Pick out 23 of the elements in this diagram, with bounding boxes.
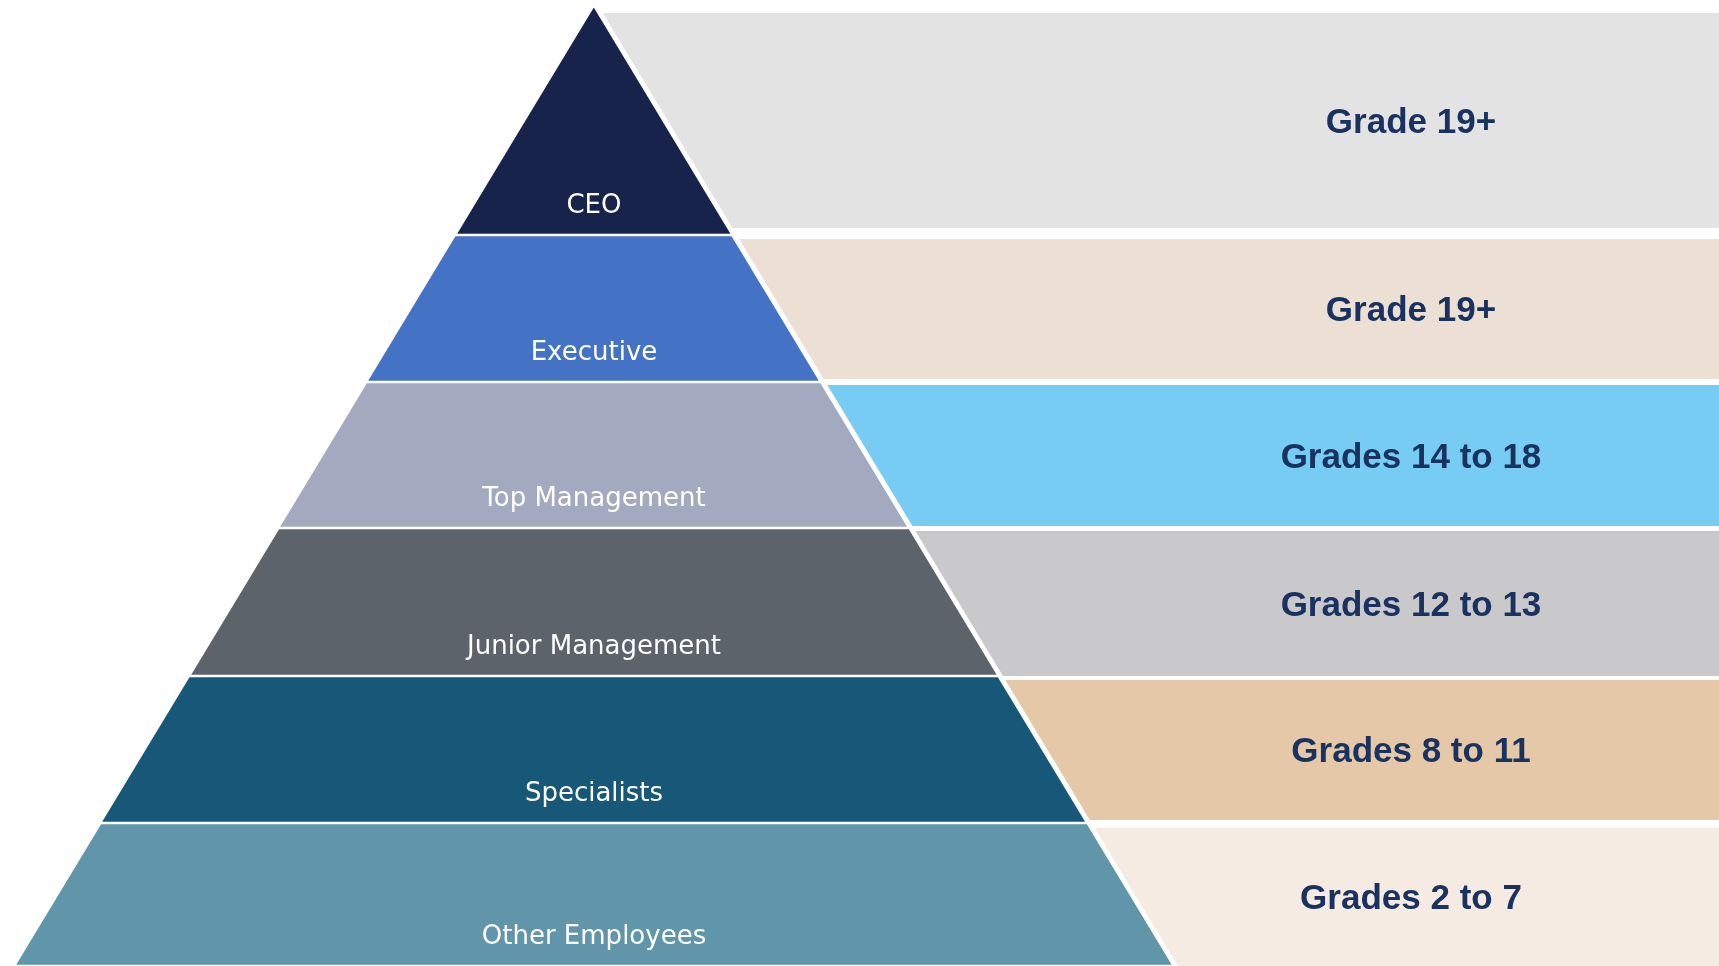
grade-label: Grade 19+ [1325,289,1497,329]
grade-band [739,239,1719,379]
tier-label: Other Employees [481,920,707,950]
grade-label: Grades 2 to 7 [1300,877,1522,917]
pyramid-tier [278,382,910,528]
grade-band [1094,828,1719,966]
grade-band [1005,680,1719,820]
grade-band [915,531,1719,676]
tier-label: CEO [566,189,622,219]
grade-label: Grades 8 to 11 [1291,730,1531,770]
pyramid-tier [100,676,1088,823]
grade-label: Grades 14 to 18 [1280,435,1542,476]
pyramid-tier [455,5,733,235]
pyramid-tier [14,823,1174,966]
grade-label: Grade 19+ [1325,100,1497,141]
pyramid-tier [366,235,822,382]
grade-band [827,385,1719,526]
tier-label: Junior Management [467,630,721,660]
tier-label: Specialists [524,777,664,807]
grade-label: Grades 12 to 13 [1280,583,1542,624]
pyramid-tier [189,528,999,676]
tier-label: Executive [530,336,658,366]
tier-label: Top Management [482,482,706,512]
